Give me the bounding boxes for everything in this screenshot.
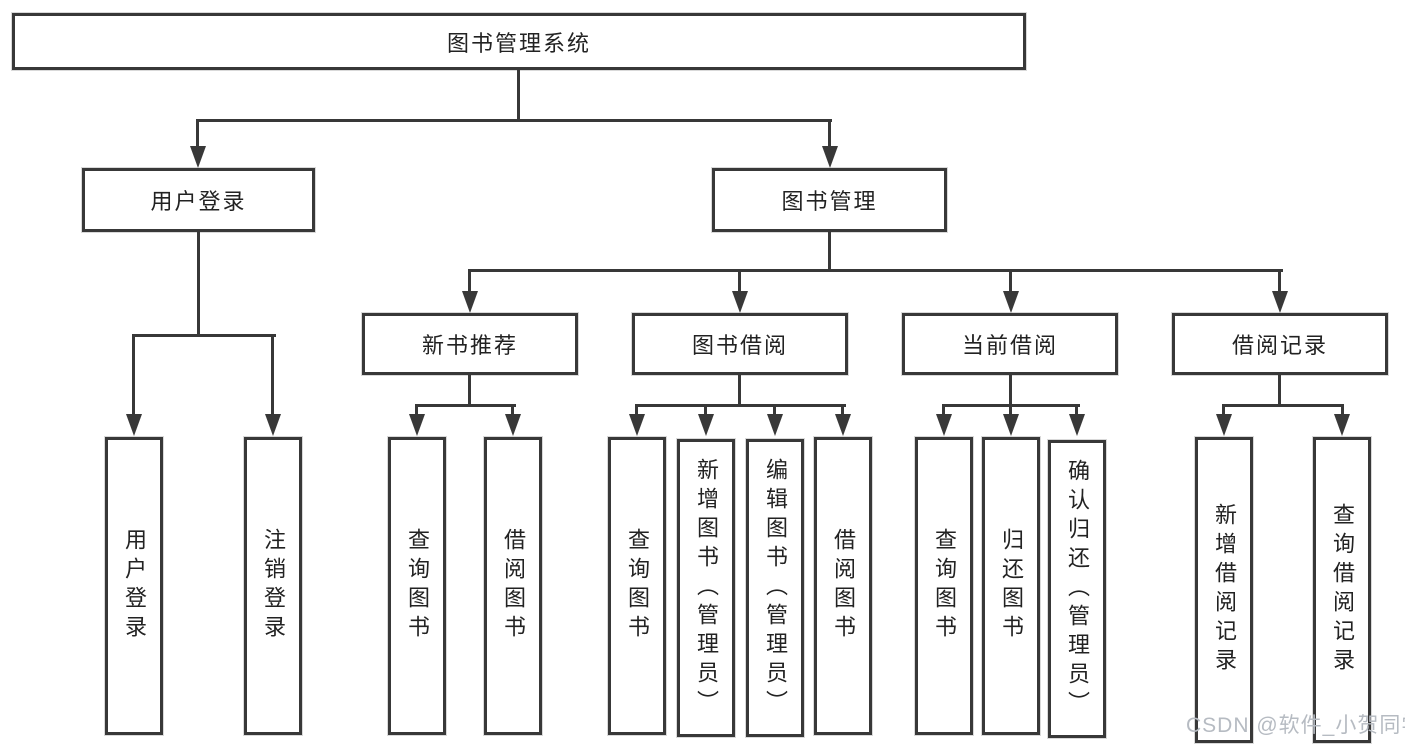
connector-line [468,373,471,407]
leaf-logout: 注销登录 [244,437,302,735]
arrow-head [1334,414,1350,436]
csdn-watermark: CSDN @软件_小贺同学 [1186,714,1405,737]
leaf-query-borrow-record: 查询借阅记录 [1313,437,1371,743]
leaf-query-books-borrow: 查询图书 [608,437,666,735]
leaf-confirm-return-admin: 确认归还（管理员） [1048,440,1106,738]
connector-line [415,406,418,418]
arrow-head [190,146,206,168]
node-library-system: 图书管理系统 [12,13,1026,70]
connector-line [468,269,1283,272]
arrow-head [1216,414,1232,436]
connector-line [1222,406,1225,418]
arrow-head [126,414,142,436]
connector-line [197,230,200,337]
arrow-head [822,146,838,168]
leaf-user-login: 用户登录 [105,437,163,735]
leaf-edit-book-admin: 编辑图书（管理员） [746,439,804,737]
connector-line [828,230,831,272]
connector-line [196,119,199,149]
arrow-head [462,291,478,313]
connector-line [704,406,707,418]
connector-line [942,406,945,418]
arrow-head [409,414,425,436]
connector-line [738,373,741,407]
arrow-head [1272,291,1288,313]
connector-line [635,404,846,407]
connector-line [132,334,276,337]
arrow-head [1003,291,1019,313]
connector-line [132,336,135,416]
node-book-borrow: 图书借阅 [632,313,848,375]
node-book-management: 图书管理 [712,168,947,232]
connector-line [468,271,471,293]
node-borrow-records: 借阅记录 [1172,313,1388,375]
connector-line [196,119,832,122]
arrow-head [629,414,645,436]
connector-line [1341,406,1344,418]
connector-line [738,271,741,293]
leaf-borrow-books-recommend: 借阅图书 [484,437,542,735]
arrow-head [732,291,748,313]
node-new-book-recommend: 新书推荐 [362,313,578,375]
connector-line [635,406,638,418]
arrow-head [835,414,851,436]
connector-line [942,404,1080,407]
leaf-query-books-recommend: 查询图书 [388,437,446,735]
connector-line [517,70,520,122]
arrow-head [767,414,783,436]
connector-line [1009,271,1012,293]
arrow-head [1069,414,1085,436]
node-current-borrow: 当前借阅 [902,313,1118,375]
connector-line [1009,406,1012,418]
leaf-borrow-books-borrow: 借阅图书 [814,437,872,735]
connector-line [1278,271,1281,293]
connector-line [271,336,274,416]
connector-line [1075,406,1078,418]
connector-line [828,119,831,149]
arrow-head [265,414,281,436]
connector-line [841,406,844,418]
connector-line [1222,404,1344,407]
arrow-head [505,414,521,436]
connector-line [773,406,776,418]
leaf-return-books: 归还图书 [982,437,1040,735]
leaf-add-borrow-record: 新增借阅记录 [1195,437,1253,743]
arrow-head [1003,414,1019,436]
connector-line [415,404,516,407]
node-user-login: 用户登录 [82,168,315,232]
leaf-query-books-current: 查询图书 [915,437,973,735]
connector-line [511,406,514,418]
connector-line [1278,373,1281,407]
connector-line [1009,373,1012,407]
arrow-head [936,414,952,436]
leaf-add-book-admin: 新增图书（管理员） [677,439,735,737]
arrow-head [698,414,714,436]
